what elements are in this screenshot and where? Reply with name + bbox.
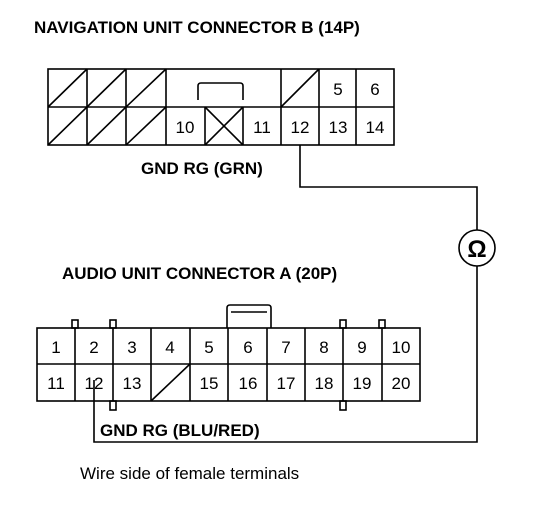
audio-pin-5: 5	[204, 338, 213, 357]
nav-pin-13: 13	[329, 118, 348, 137]
nav-pin-5: 5	[333, 80, 342, 99]
nav-pin-14: 14	[366, 118, 385, 137]
ohmmeter-symbol	[458, 229, 496, 267]
audio-pin-13: 13	[123, 374, 142, 393]
audio-pin-2: 2	[89, 338, 98, 357]
audio-pin-10: 10	[392, 338, 411, 357]
nav-connector-title: NAVIGATION UNIT CONNECTOR B (14P)	[34, 18, 360, 37]
audio-pin-12: 12	[85, 374, 104, 393]
audio-pin-11: 11	[47, 374, 65, 393]
nav-ground-label: GND RG (GRN)	[141, 159, 263, 178]
audio-pin-6: 6	[243, 338, 252, 357]
audio-pin-20: 20	[392, 374, 411, 393]
audio-pin-4: 4	[165, 338, 174, 357]
ohmmeter-label: Ω	[467, 236, 486, 263]
audio-pin-3: 3	[127, 338, 136, 357]
nav-pin-11: 11	[253, 118, 271, 137]
nav-pin-6: 6	[370, 80, 379, 99]
nav-pin-10: 10	[176, 118, 195, 137]
probe-wire	[93, 145, 478, 443]
nav-blank-cavities	[47, 68, 320, 146]
audio-connector-body	[36, 304, 421, 411]
audio-blank-cavity	[150, 363, 191, 402]
audio-connector-title: AUDIO UNIT CONNECTOR A (20P)	[62, 264, 338, 283]
audio-pin-8: 8	[319, 338, 328, 357]
audio-pin-19: 19	[353, 374, 372, 393]
audio-pin-17: 17	[277, 374, 296, 393]
nav-pin-12: 12	[291, 118, 310, 137]
ohm-glyph: Ω	[467, 236, 486, 263]
audio-pin-18: 18	[315, 374, 334, 393]
footer-caption: Wire side of female terminals	[80, 464, 300, 483]
audio-ground-label: GND RG (BLU/RED)	[100, 421, 260, 440]
audio-pin-7: 7	[281, 338, 290, 357]
audio-pin-1: 1	[51, 338, 60, 357]
audio-pin-15: 15	[200, 374, 219, 393]
audio-pin-9: 9	[357, 338, 366, 357]
audio-pin-16: 16	[239, 374, 258, 393]
